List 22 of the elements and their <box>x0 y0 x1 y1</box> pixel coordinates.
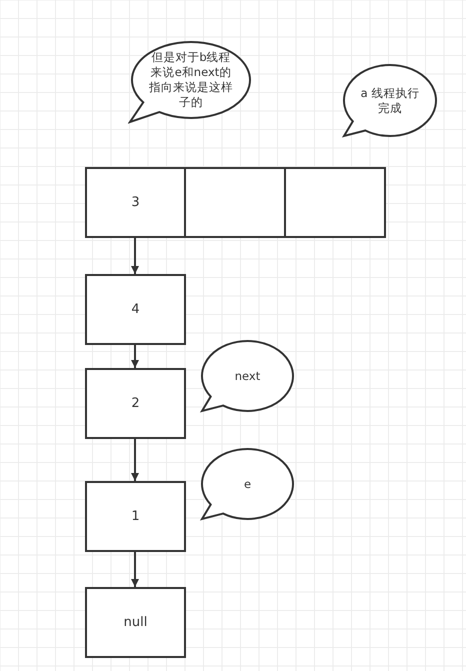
node-label: 4 <box>131 302 140 317</box>
node-label: null <box>124 615 148 630</box>
arrow <box>131 439 139 481</box>
speech-bubble <box>200 447 295 521</box>
list-node-box <box>85 368 186 439</box>
speech-bubble <box>342 63 438 138</box>
arrow <box>131 345 139 368</box>
list-node-box <box>85 481 186 552</box>
arrow <box>131 552 139 587</box>
bubble-text: e <box>242 476 252 492</box>
arrow <box>131 238 139 274</box>
node-label: 3 <box>131 195 140 210</box>
list-node-box <box>85 167 186 238</box>
bubble-text: next <box>234 368 262 384</box>
node-label: 1 <box>131 509 140 524</box>
list-node-box <box>85 587 186 658</box>
list-node-box <box>85 274 186 345</box>
node-label: 2 <box>131 396 140 411</box>
bubble-text: a 线程执行完成 <box>360 86 420 116</box>
bubble-text: 但是对于b线程来说e和next的指向来说是这样子的 <box>149 50 233 110</box>
speech-bubble <box>200 339 295 413</box>
speech-bubble <box>128 40 252 124</box>
